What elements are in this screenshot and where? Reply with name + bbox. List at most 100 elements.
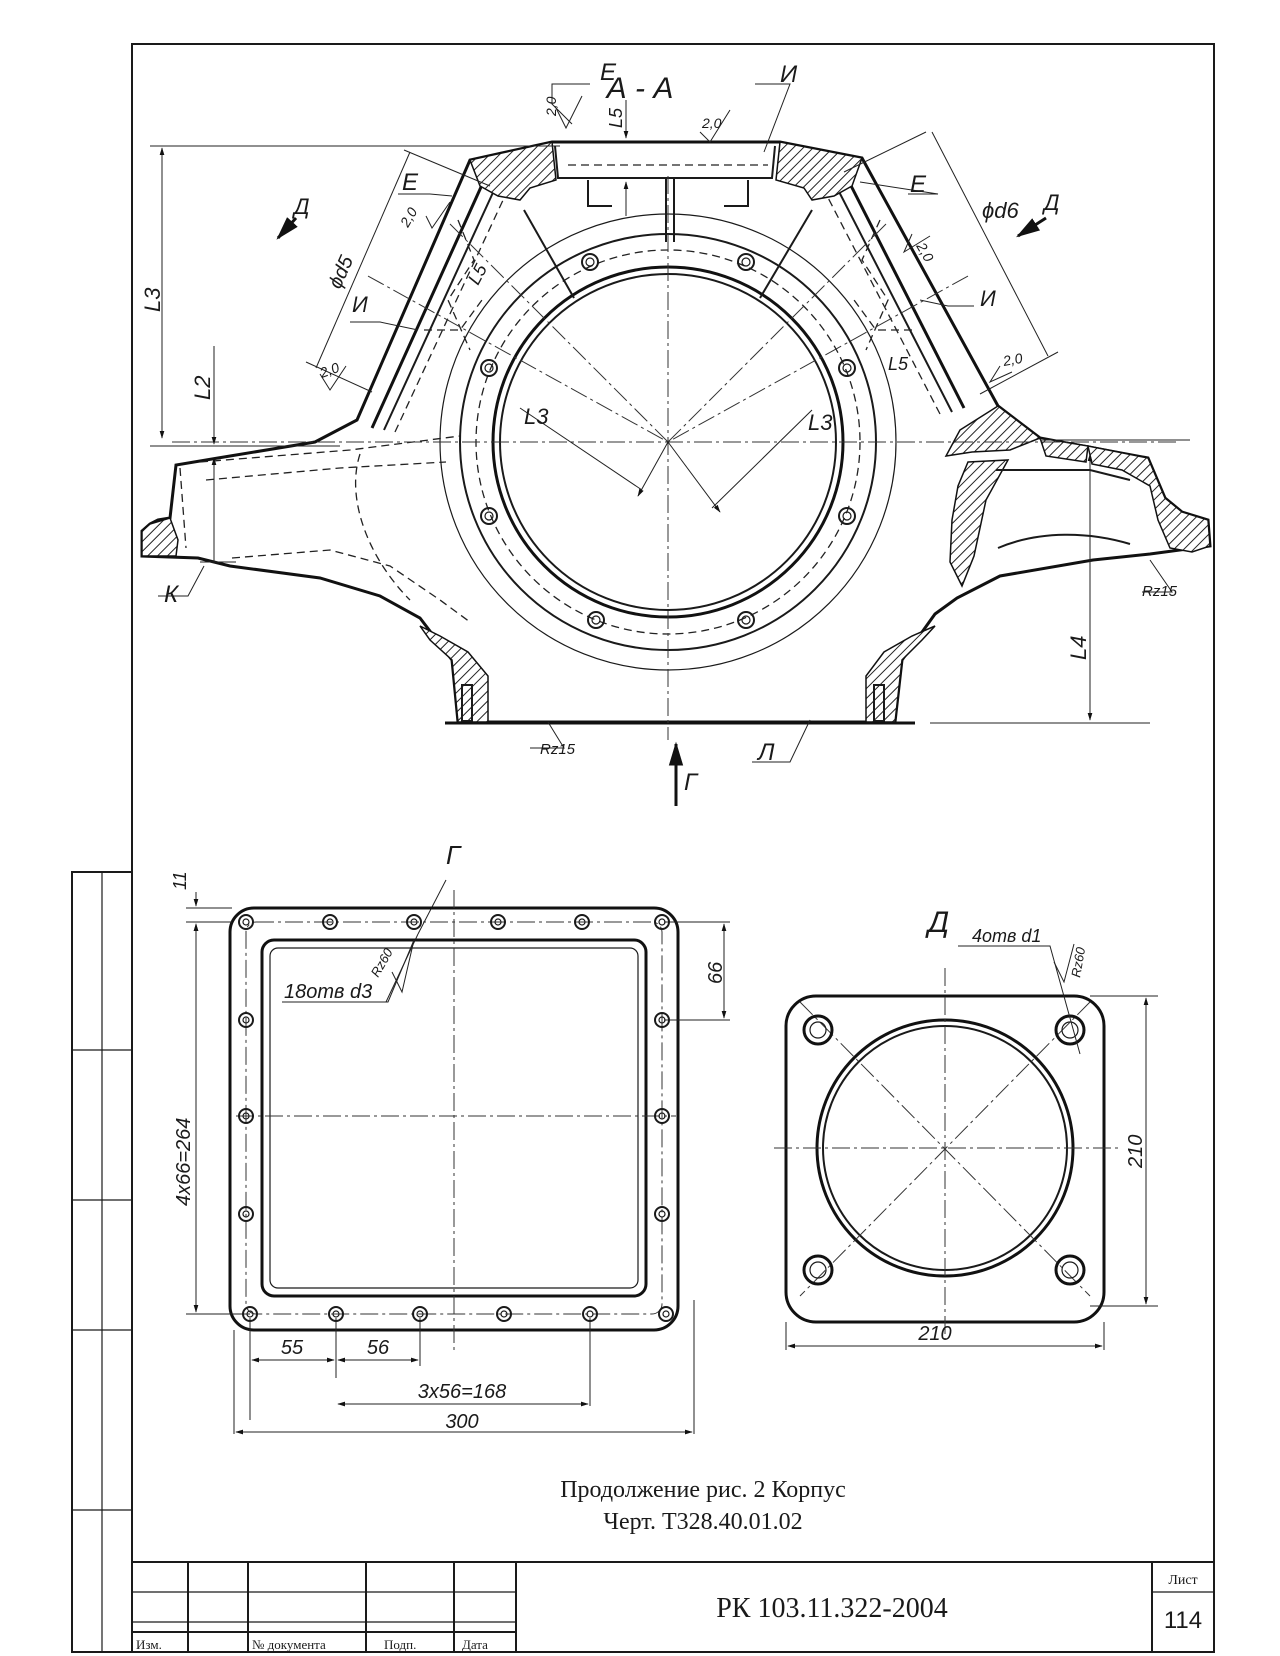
bolt-hole: [322, 914, 338, 930]
bolt-hole: [406, 914, 422, 930]
svg-text:L4: L4: [1066, 636, 1091, 660]
bolt-hole: [658, 1306, 674, 1322]
svg-text:ϕd6: ϕd6: [982, 198, 1019, 223]
bolt-hole: [654, 914, 670, 930]
svg-text:11: 11: [170, 871, 190, 890]
bolt-hole-inner: [332, 1310, 340, 1318]
svg-text:66: 66: [705, 961, 727, 984]
bolt-hole-inner: [416, 1310, 424, 1318]
svg-text:Е: Е: [402, 169, 419, 196]
svg-text:2,0: 2,0: [701, 115, 722, 131]
svg-text:Rz15: Rz15: [1142, 583, 1178, 600]
svg-text:3x56=168: 3x56=168: [418, 1381, 506, 1403]
bore-bolt-holes: [480, 253, 856, 629]
bolt-hole-inner: [246, 1310, 254, 1318]
bolt-hole: [654, 1108, 670, 1124]
col-change: Изм.: [136, 1637, 162, 1652]
sheet-label: Лист: [1168, 1573, 1197, 1588]
bolt-hole: [412, 1306, 428, 1322]
bolt-hole: [654, 1206, 670, 1222]
caption: Продолжение рис. 2 Корпус Черт. Т328.40.…: [560, 1477, 846, 1535]
svg-text:Rz60: Rz60: [368, 945, 397, 979]
bolt-hole-inner: [242, 1016, 250, 1024]
bolt-hole: [582, 1306, 598, 1322]
bolt-hole-inner: [586, 1310, 594, 1318]
svg-text:Rz15: Rz15: [540, 741, 576, 758]
svg-text:55: 55: [281, 1337, 304, 1359]
svg-text:56: 56: [367, 1337, 390, 1359]
svg-text:Е: Е: [600, 59, 617, 86]
view-d-bolt-holes: [802, 1014, 1086, 1286]
section-a-a: А - А: [140, 59, 1212, 806]
bolt-hole: [328, 1306, 344, 1322]
bolt-hole: [238, 914, 254, 930]
bolt-hole-inner: [662, 1310, 670, 1318]
sheet-frame: [71, 43, 1215, 1653]
view-g-bolt-holes: [238, 914, 674, 1322]
view-d-title: Д: [925, 906, 949, 939]
svg-text:2,0: 2,0: [543, 96, 559, 117]
title-block: Изм. № документа Подп. Дата РК 103.11.32…: [132, 1561, 1214, 1652]
svg-text:К: К: [164, 581, 180, 608]
document-code: РК 103.11.322-2004: [716, 1593, 948, 1624]
bolt-hole-inner: [326, 918, 334, 926]
col-date: Дата: [462, 1637, 488, 1652]
svg-text:300: 300: [445, 1411, 478, 1433]
svg-text:ϕd5: ϕd5: [324, 252, 358, 292]
bolt-hole: [238, 1108, 254, 1124]
svg-text:2,0: 2,0: [317, 359, 342, 381]
svg-text:2,0: 2,0: [913, 239, 937, 265]
svg-text:2,0: 2,0: [396, 204, 420, 230]
bolt-hole: [242, 1306, 258, 1322]
svg-text:2,0: 2,0: [1001, 350, 1024, 369]
svg-text:L5: L5: [464, 260, 492, 288]
bolt-hole-inner: [242, 1112, 250, 1120]
view-g-title: Г: [446, 840, 462, 870]
svg-text:210: 210: [917, 1323, 951, 1345]
bolt-hole: [574, 914, 590, 930]
view-d-holes-note: 4отв d1: [972, 926, 1041, 946]
svg-text:210: 210: [1125, 1135, 1147, 1169]
bolt-hole-inner: [658, 918, 666, 926]
view-g: Г 11 4x66=264 66: [170, 840, 730, 1435]
bolt-hole: [496, 1306, 512, 1322]
svg-text:Е: Е: [910, 171, 927, 198]
bolt-hole-inner: [494, 918, 502, 926]
svg-text:И: И: [980, 286, 996, 311]
col-doc: № документа: [252, 1637, 326, 1652]
svg-text:Д: Д: [1041, 190, 1060, 215]
bolt-hole-inner: [578, 918, 586, 926]
bolt-hole-inner: [658, 1210, 666, 1218]
hatched-wall: [468, 141, 557, 201]
svg-text:Л: Л: [756, 739, 775, 766]
svg-text:L2: L2: [190, 376, 215, 400]
bolt-hole: [490, 914, 506, 930]
bolt-hole-inner: [410, 918, 418, 926]
sheet-number: 114: [1164, 1607, 1202, 1634]
svg-text:Г: Г: [684, 769, 699, 796]
svg-text:L5: L5: [888, 354, 909, 374]
bolt-hole-inner: [658, 1016, 666, 1024]
svg-text:Д: Д: [291, 194, 310, 219]
bolt-hole-inner: [500, 1310, 508, 1318]
caption-line-1: Продолжение рис. 2 Корпус: [560, 1477, 846, 1503]
bolt-hole-inner: [242, 918, 250, 926]
bolt-hole: [238, 1206, 254, 1222]
caption-line-2: Черт. Т328.40.01.02: [603, 1509, 802, 1535]
svg-text:L3: L3: [524, 404, 549, 429]
svg-text:L3: L3: [808, 410, 833, 435]
bolt-hole: [238, 1012, 254, 1028]
col-sign: Подп.: [384, 1637, 416, 1652]
svg-text:L5: L5: [606, 107, 626, 128]
svg-text:Rz60: Rz60: [1068, 945, 1088, 978]
bolt-hole: [654, 1012, 670, 1028]
view-g-holes-note: 18отв d3: [284, 981, 372, 1003]
housing-outer-contour: [140, 140, 1212, 724]
section-title: А - А: [605, 72, 674, 105]
view-d: Д 210 210 4отв d1 Rz60: [774, 906, 1158, 1350]
svg-text:И: И: [780, 61, 798, 88]
svg-text:4x66=264: 4x66=264: [173, 1118, 195, 1206]
bolt-hole-inner: [658, 1112, 666, 1120]
svg-text:L3: L3: [140, 287, 165, 312]
